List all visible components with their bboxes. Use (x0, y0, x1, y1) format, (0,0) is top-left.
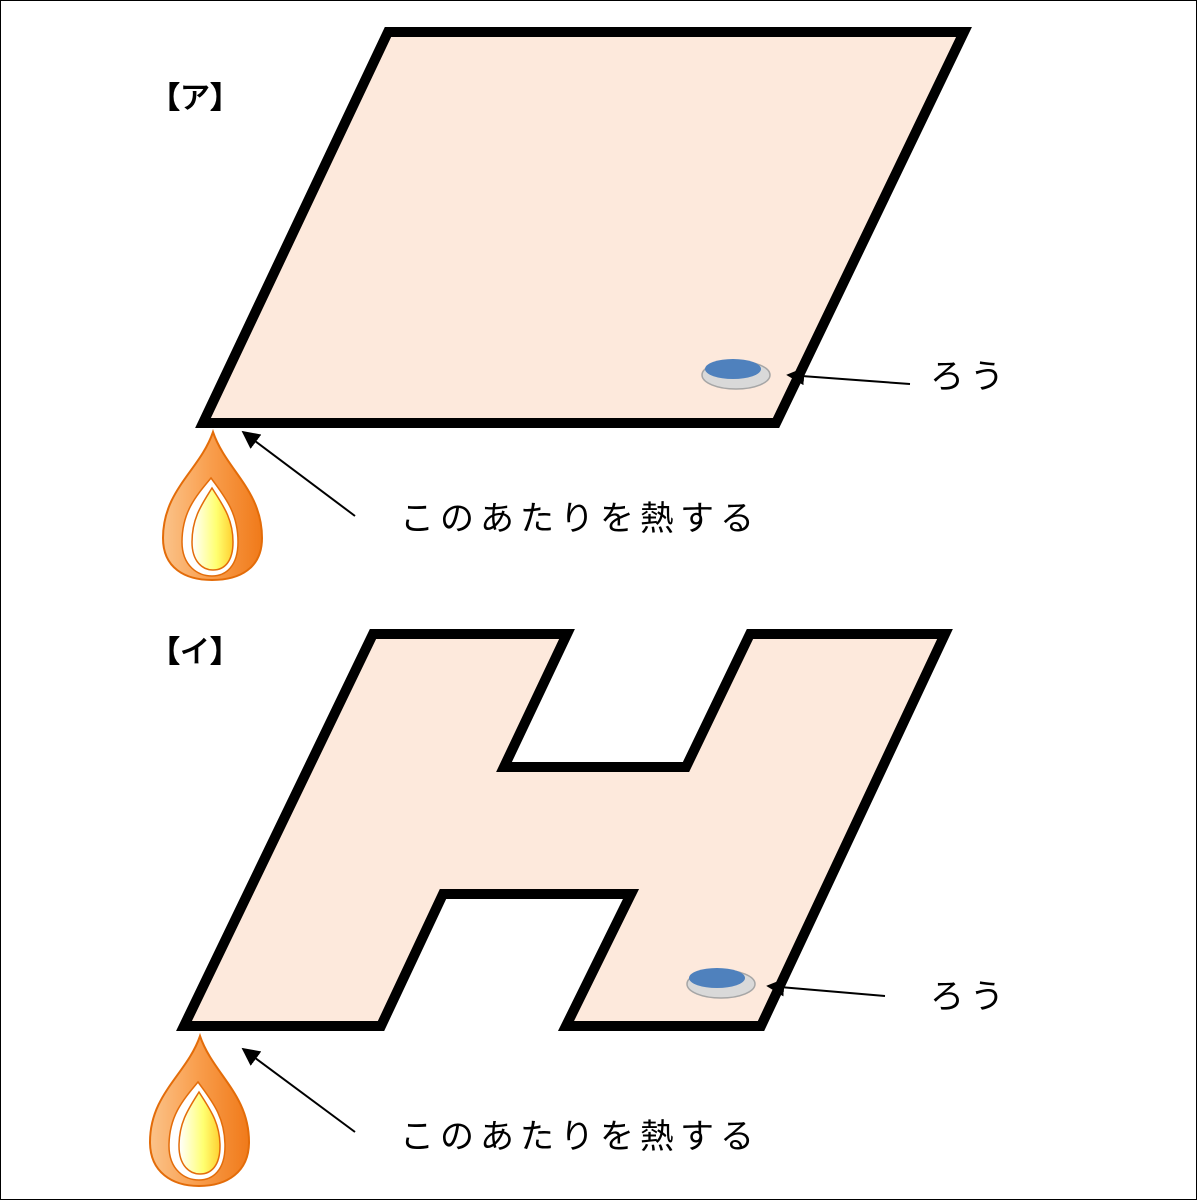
plate-i (176, 629, 953, 1031)
plate-a (195, 27, 972, 428)
panel-i-label: 【イ】 (150, 635, 240, 670)
wax-arrow-i (766, 978, 886, 997)
heat-arrow-a (241, 430, 356, 517)
panel-a: 【ア】 ろう このあたりを熱する (150, 27, 1010, 582)
wax-icon (686, 968, 756, 999)
panel-i: 【イ】 ろう このあたりを熱する (148, 629, 1010, 1188)
wax-label-a: ろう (930, 357, 1010, 397)
heat-label-a: このあたりを熱する (400, 499, 760, 539)
heat-arrow-i (241, 1047, 356, 1133)
wax-arrow-a (786, 367, 911, 386)
flame-icon (161, 428, 264, 582)
flame-icon (148, 1032, 251, 1188)
wax-icon (701, 359, 771, 390)
panel-a-label: 【ア】 (150, 81, 240, 116)
heat-label-i: このあたりを熱する (400, 1117, 760, 1157)
wax-label-i: ろう (930, 977, 1010, 1017)
